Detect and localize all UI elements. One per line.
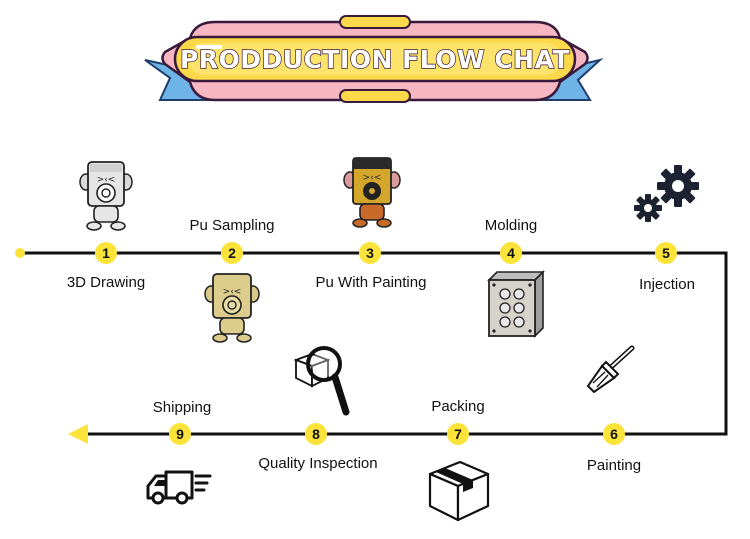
step-label-9: Shipping <box>153 399 211 416</box>
truck-icon <box>146 470 212 505</box>
banner-bottom-tab <box>339 89 411 103</box>
step-number-8: 8 <box>312 426 320 442</box>
step-number-9: 9 <box>176 426 184 442</box>
step-number-6: 6 <box>610 426 618 442</box>
step-label-1: 3D Drawing <box>67 274 145 291</box>
banner-pill-stripe <box>188 43 562 75</box>
banner-highlight <box>196 45 222 49</box>
step-marker-4 <box>500 242 522 264</box>
step-label-5: Injection <box>639 276 695 293</box>
step-number-3: 3 <box>366 245 374 261</box>
paintbrush-icon <box>586 345 635 394</box>
step-marker-6 <box>603 423 625 445</box>
step-marker-2 <box>221 242 243 264</box>
step-number-4: 4 <box>507 245 515 261</box>
step-marker-3 <box>359 242 381 264</box>
svg-text:>‹<: >‹< <box>223 287 242 297</box>
banner-top-tab <box>339 15 411 29</box>
step-label-3: Pu With Painting <box>316 274 427 291</box>
step-marker-9 <box>169 423 191 445</box>
magnifier-box-icon <box>293 346 350 416</box>
step-label-4: Molding <box>485 217 538 234</box>
step-label-2: Pu Sampling <box>189 217 274 234</box>
robot-painted-icon: >‹< <box>343 157 401 228</box>
title-banner: PRODDUCTION FLOW CHAT <box>144 15 604 103</box>
step-marker-8 <box>305 423 327 445</box>
step-marker-5 <box>655 242 677 264</box>
step-number-2: 2 <box>228 245 236 261</box>
svg-text:>‹<: >‹< <box>363 173 382 183</box>
start-dot <box>15 248 25 258</box>
step-label-7: Packing <box>431 398 484 415</box>
robot-beige-icon: >‹< <box>204 273 260 343</box>
step-markers: 1 2 3 4 5 6 7 8 9 <box>95 242 677 445</box>
step-number-5: 5 <box>662 245 670 261</box>
step-number-1: 1 <box>102 245 110 261</box>
step-marker-1 <box>95 242 117 264</box>
step-number-7: 7 <box>454 426 462 442</box>
end-arrow <box>68 424 88 444</box>
gears-icon <box>634 165 699 222</box>
page-title: PRODDUCTION FLOW CHAT <box>180 45 570 74</box>
step-labels: 3D Drawing Pu Sampling Pu With Painting … <box>67 217 695 474</box>
box-icon <box>428 460 490 522</box>
robot-gray-icon: >‹< <box>79 161 133 231</box>
step-label-8: Quality Inspection <box>258 455 377 472</box>
svg-text:>‹<: >‹< <box>97 175 116 185</box>
step-label-6: Painting <box>587 457 641 474</box>
mold-icon <box>487 270 545 338</box>
step-marker-7 <box>447 423 469 445</box>
